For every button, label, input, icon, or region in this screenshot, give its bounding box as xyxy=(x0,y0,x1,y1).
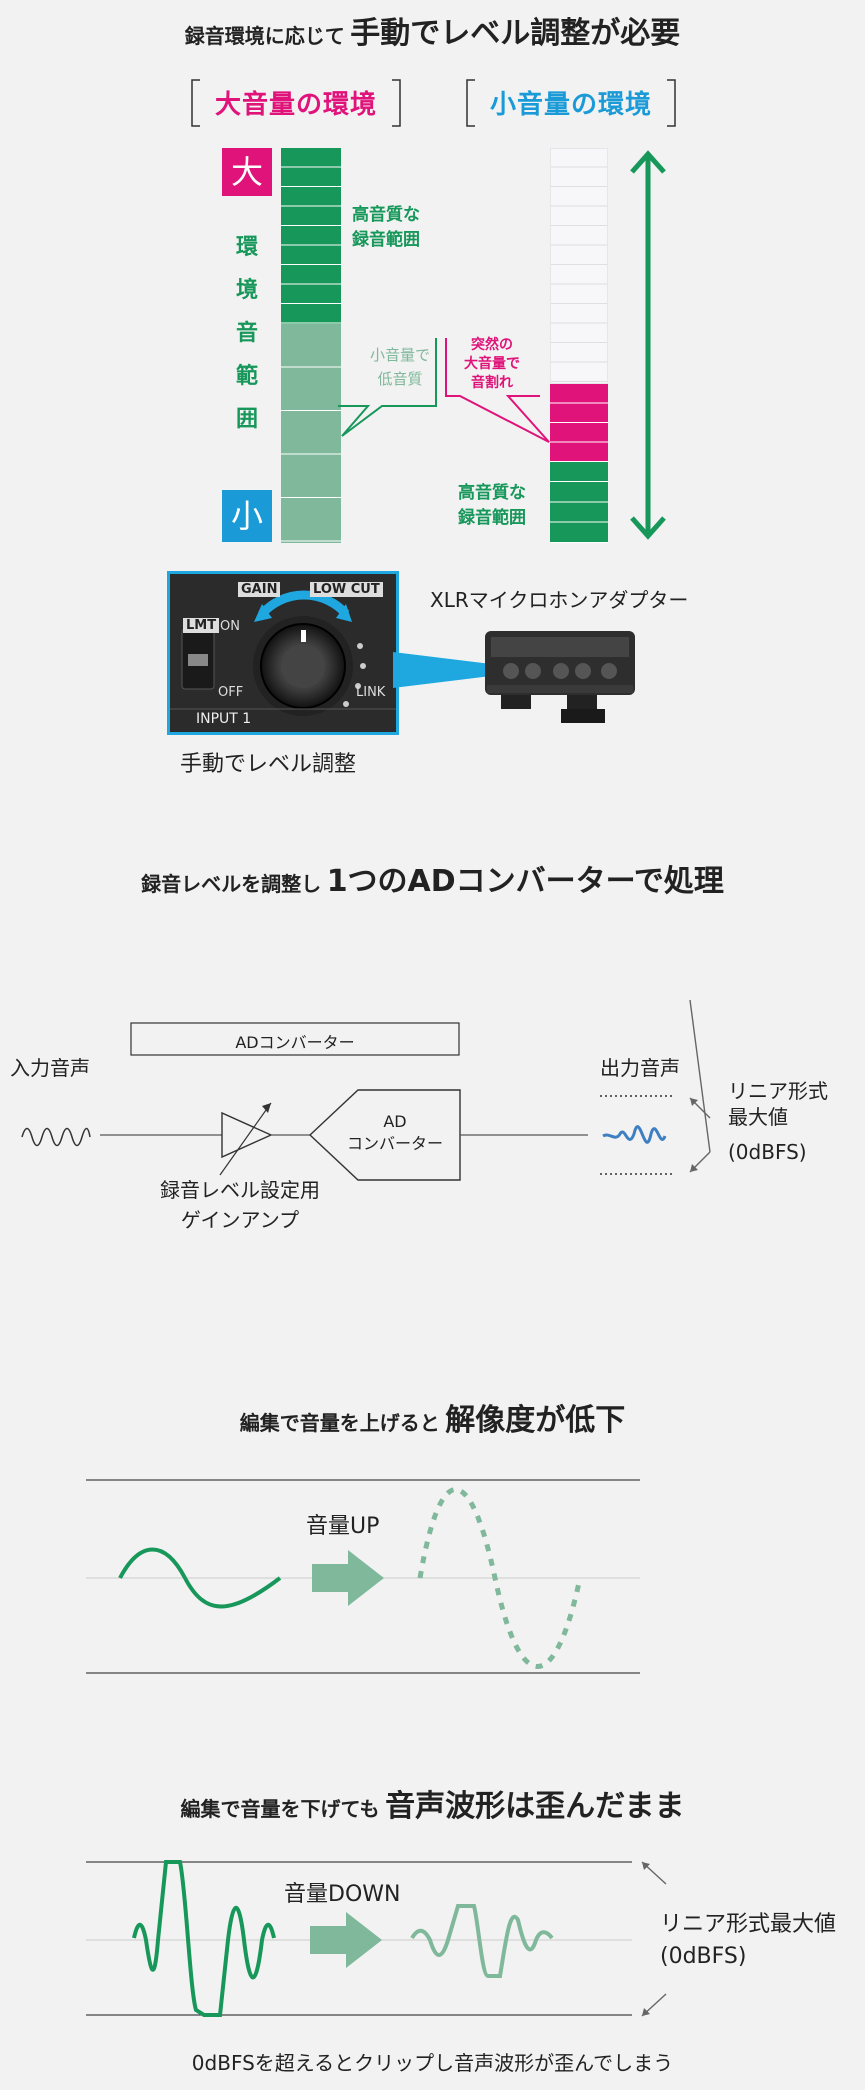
volume-up-diagram xyxy=(86,1479,640,1674)
right-level-meter xyxy=(550,148,608,543)
knob-link-label: LINK xyxy=(356,685,386,700)
clipping-callout-text: 突然の 大音量で 音割れ xyxy=(464,337,520,391)
section2-title-small: 録音レベルを調整し xyxy=(141,872,322,896)
section3-title-large: 解像度が低下 xyxy=(445,1403,626,1438)
section1-title-large: 手動でレベル調整が必要 xyxy=(350,16,681,51)
range-char: 範 xyxy=(235,364,258,389)
clipped-wave xyxy=(132,1860,276,2017)
quiet-env-heading: 小音量の環境 xyxy=(465,78,677,128)
low-quality-callout-text: 小音量で 低音質 xyxy=(369,346,430,388)
knob-input-label: INPUT 1 xyxy=(196,711,252,727)
clipping-callout-shape xyxy=(445,338,550,443)
xlr-adapter-image xyxy=(485,631,635,723)
loud-env-label: 大音量の環境 xyxy=(214,90,377,120)
volume-down-diagram xyxy=(86,1860,667,2017)
left-meter-loud-part xyxy=(281,148,341,324)
bracket-shape xyxy=(466,79,676,127)
connector-wedge xyxy=(393,652,491,688)
section4-title: 編集で音量を下げても 音声波形は歪んだまま xyxy=(0,1781,865,1825)
range-char: 境 xyxy=(235,278,258,303)
signal-flow-diagram xyxy=(21,1000,711,1181)
gain-amp-symbol xyxy=(221,1111,273,1159)
loud-env-heading: 大音量の環境 xyxy=(190,78,402,128)
input-wave xyxy=(21,1127,91,1147)
low-quality-callout-shape xyxy=(338,338,437,437)
right-meter-good-part xyxy=(550,462,608,543)
knob-off-label: OFF xyxy=(218,685,244,700)
gain-amp-label: 録音レベル設定用 ゲインアンプ xyxy=(160,1178,320,1232)
small-marker: 小 xyxy=(222,490,272,542)
output-wave xyxy=(602,1125,667,1144)
hq-range-right-label: 高音質な 録音範囲 xyxy=(458,483,526,528)
section3-title-small: 編集で音量を上げると xyxy=(239,1411,440,1435)
linear-max-label: リニア形式 最大値 xyxy=(728,1079,828,1129)
range-char: 囲 xyxy=(235,407,258,432)
clip-caption: 0dBFSを超えるとクリップし音声波形が歪んでしまう xyxy=(191,2051,674,2075)
bracket-shape xyxy=(191,79,401,127)
knob-gain-label: GAIN xyxy=(238,582,281,597)
knob-lowcut-label: LOW CUT xyxy=(310,582,383,597)
section2-title: 録音レベルを調整し 1つのADコンバーターで処理 xyxy=(0,856,865,900)
big-marker: 大 xyxy=(222,148,272,196)
gain-knob-panel: GAIN LOW CUT LMT ON OFF LINK INPUT 1 xyxy=(167,571,399,735)
section1-title: 録音環境に応じて 手動でレベル調整が必要 xyxy=(0,8,865,52)
dbfs-label: (0dBFS) xyxy=(728,1140,807,1164)
knob-lmt-label: LMT xyxy=(183,618,220,633)
input-audio-label: 入力音声 xyxy=(10,1056,90,1080)
lowered-clipped-wave xyxy=(410,1904,554,1978)
range-char: 音 xyxy=(235,321,258,346)
down-arrow-icon xyxy=(310,1912,382,1968)
knob-on-label: ON xyxy=(220,619,240,634)
left-level-meter xyxy=(281,148,341,543)
section4-title-large: 音声波形は歪んだまま xyxy=(385,1789,685,1824)
adc-box-label: ADコンバーター xyxy=(235,1033,355,1052)
double-arrow-icon xyxy=(630,150,666,540)
adapter-label: XLRマイクロホンアダプター xyxy=(430,588,689,612)
up-arrow-icon xyxy=(312,1550,384,1606)
section3-title: 編集で音量を上げると 解像度が低下 xyxy=(0,1395,865,1439)
section2-title-large: 1つのADコンバーターで処理 xyxy=(326,864,724,899)
range-char: 環 xyxy=(235,235,258,260)
volume-up-label: 音量UP xyxy=(306,1514,380,1539)
hq-range-left-label: 高音質な 録音範囲 xyxy=(352,205,420,250)
dbfs-label-2: (0dBFS) xyxy=(660,1944,747,1969)
quiet-env-label: 小音量の環境 xyxy=(489,90,652,120)
original-wave xyxy=(118,1547,282,1609)
manual-adjust-caption: 手動でレベル調整 xyxy=(180,752,357,777)
linear-max-label-2: リニア形式最大値 xyxy=(660,1912,837,1937)
section4-title-small: 編集で音量を下げても xyxy=(180,1797,380,1821)
adc-block-label: AD コンバーター xyxy=(346,1112,443,1153)
adc-box-frame xyxy=(130,1022,460,1056)
right-meter-clip-part xyxy=(550,384,608,462)
output-audio-label: 出力音声 xyxy=(600,1056,680,1080)
left-meter-quiet-part xyxy=(281,324,341,543)
volume-down-label: 音量DOWN xyxy=(284,1882,401,1907)
right-meter-empty-part xyxy=(550,148,608,384)
range-label-vertical: 環 境 音 範 囲 xyxy=(232,226,262,441)
amplified-wave xyxy=(417,1487,583,1669)
section1-title-small: 録音環境に応じて xyxy=(184,24,345,48)
knob-illustration xyxy=(170,574,396,732)
